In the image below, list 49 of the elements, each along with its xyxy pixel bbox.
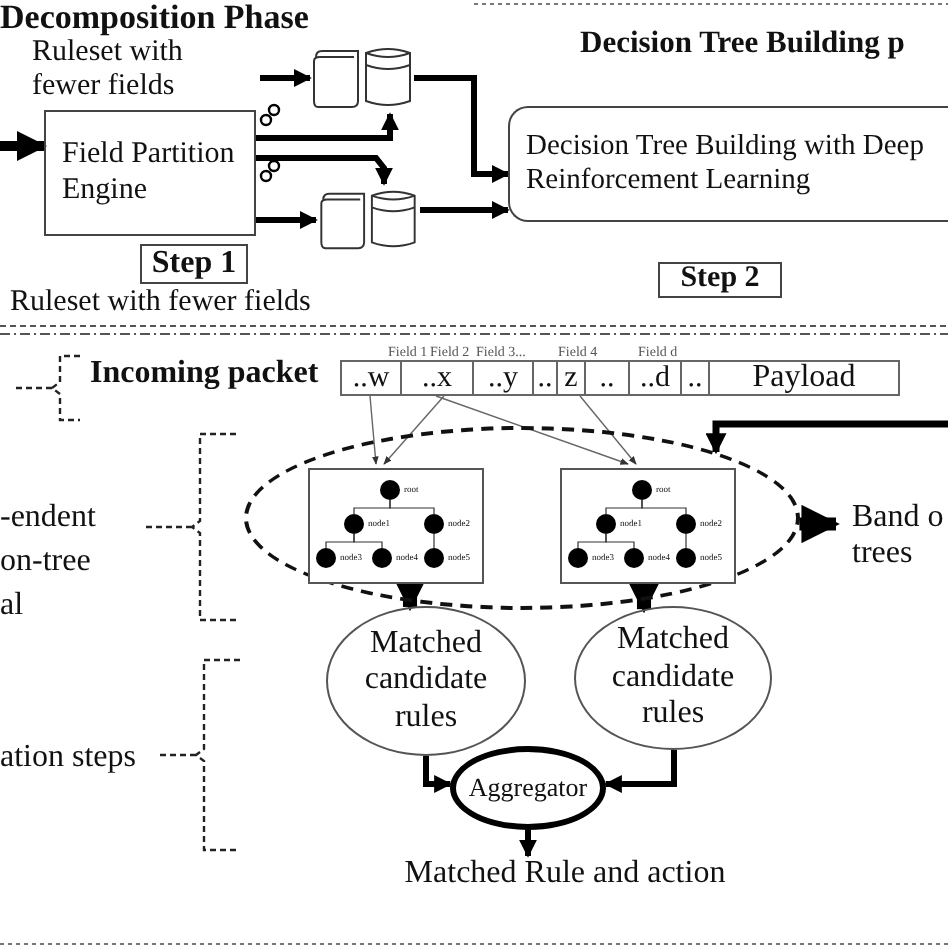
packet-field: ..x <box>402 362 474 394</box>
arrow <box>369 395 379 465</box>
ellipse-node <box>450 746 606 830</box>
arrow <box>383 395 445 465</box>
arrow <box>705 420 948 455</box>
text-label: Ruleset with fewer fields <box>10 286 311 320</box>
text-label: Incoming packet <box>90 356 319 390</box>
process-box <box>508 106 948 222</box>
arrow <box>603 750 677 793</box>
packet-field: .. <box>534 362 558 394</box>
node-text: Matched candidate rules <box>609 622 737 734</box>
step-box <box>140 244 248 284</box>
arrow <box>256 211 318 229</box>
node-text: Step 1 <box>151 245 237 283</box>
node-text: Matched candidate rules <box>362 625 490 737</box>
dashed-ellipse <box>244 426 800 610</box>
node-text: Aggregator <box>468 773 588 803</box>
text-label: -endent on-tree al <box>0 498 98 626</box>
step-box <box>658 262 782 298</box>
arrow <box>256 155 393 186</box>
node-text: Field Partition Engine <box>62 138 237 208</box>
arrow <box>435 395 629 465</box>
arrow <box>799 504 840 544</box>
node-text: Decision Tree Building with Deep Reinforcement Learning <box>526 130 926 198</box>
text-label: Matched Rule and action <box>404 856 726 893</box>
arrow <box>414 75 510 183</box>
arrow <box>256 112 399 141</box>
arrow <box>260 69 312 87</box>
arrow <box>519 830 537 858</box>
process-box <box>44 110 256 236</box>
packet-field: z <box>558 362 586 394</box>
arrow <box>423 756 453 793</box>
payload-field: Payload <box>710 362 898 394</box>
packet-field: ..y <box>474 362 534 394</box>
arrow <box>579 395 637 465</box>
text-label: Ruleset with fewer fields <box>32 36 185 104</box>
section-title: Decomposition Phase <box>0 0 309 34</box>
section-title: Decision Tree Building p <box>580 26 905 60</box>
text-label: Band o trees <box>852 500 946 574</box>
arrow <box>0 131 47 161</box>
node-text: Step 2 <box>680 262 760 298</box>
ellipse-node <box>326 606 526 756</box>
packet-field: ..d <box>630 362 682 394</box>
ellipse-node <box>574 606 772 750</box>
text-label: ation steps <box>0 740 136 774</box>
packet-field: .. <box>586 362 630 394</box>
packet-field: .. <box>682 362 710 394</box>
arrow <box>420 201 510 219</box>
packet-field: ..w <box>342 362 402 394</box>
